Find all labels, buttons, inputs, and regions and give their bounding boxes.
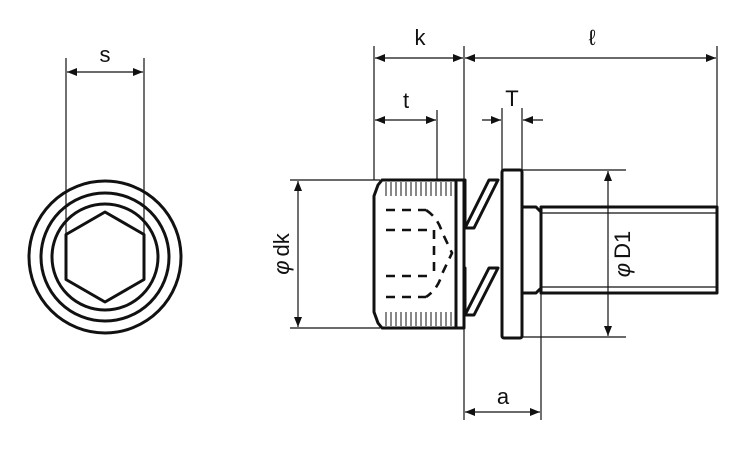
flat-washer — [500, 168, 524, 340]
dk-text: dk — [269, 232, 294, 256]
hidden-socket — [386, 208, 454, 299]
s-label: s — [100, 42, 111, 67]
D1-text: D1 — [610, 231, 635, 259]
D1-label: φ D1 — [610, 231, 635, 277]
spring-washer-lower — [463, 266, 500, 317]
end-view-outer-circle — [27, 179, 183, 335]
hex-socket — [64, 210, 146, 304]
end-view: s — [27, 42, 183, 335]
end-view-washer-circle — [39, 191, 171, 323]
side-view: k ℓ t T φ dk φ D1 a — [269, 25, 719, 420]
head-knurl-top — [385, 182, 452, 196]
end-view-head-circle — [50, 202, 160, 312]
dk-label: φ dk — [269, 232, 294, 275]
T-label: T — [505, 86, 518, 111]
spring-washer-upper — [463, 178, 500, 230]
head-knurl-bottom — [385, 312, 452, 326]
dk-phi-symbol: φ — [269, 260, 294, 274]
a-label: a — [497, 384, 510, 409]
l-label: ℓ — [588, 25, 596, 50]
D1-phi-symbol: φ — [610, 263, 635, 277]
threaded-shaft — [539, 205, 719, 295]
k-label: k — [415, 25, 427, 50]
screw-shaft — [520, 205, 543, 295]
t-label: t — [403, 88, 409, 113]
